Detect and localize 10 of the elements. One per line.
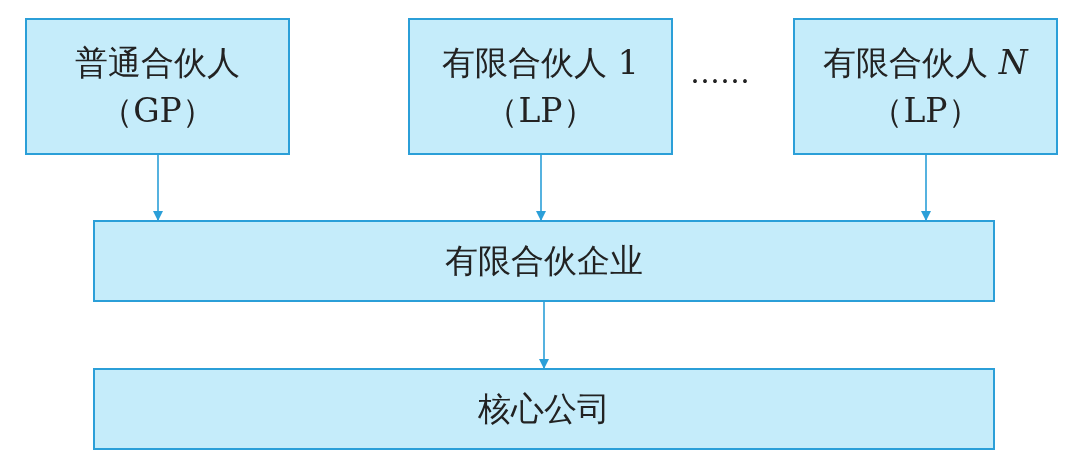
arrow [153, 154, 163, 221]
partner-box: 有限合伙人 N（LP） [793, 18, 1058, 155]
arrow [921, 154, 931, 221]
partner-box: 普通合伙人（GP） [25, 18, 290, 155]
ellipsis-text: …… [690, 55, 750, 90]
enterprise-box: 有限合伙企业 [93, 220, 995, 302]
partner-box: 有限合伙人 1（LP） [408, 18, 673, 155]
company-box: 核心公司 [93, 368, 995, 450]
arrow [536, 154, 546, 221]
arrow [539, 301, 549, 369]
